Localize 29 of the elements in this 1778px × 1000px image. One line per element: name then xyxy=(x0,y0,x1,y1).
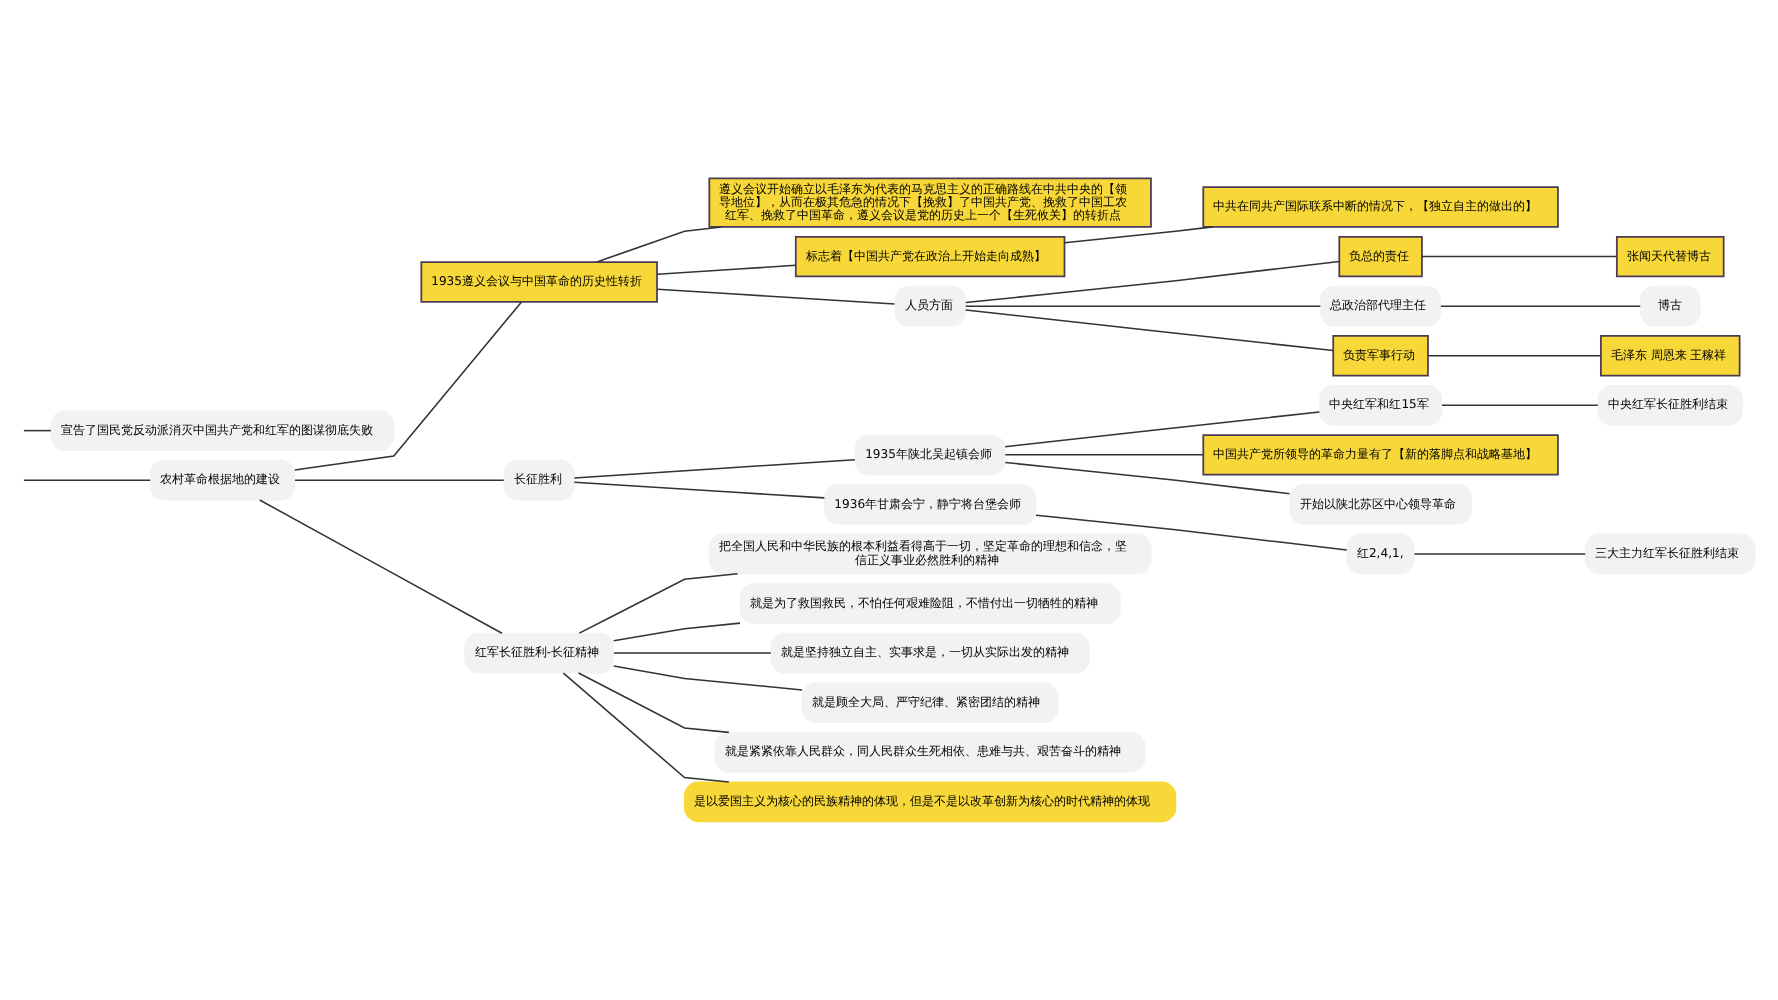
connector xyxy=(964,305,1322,307)
connector xyxy=(1427,354,1602,357)
connector xyxy=(656,288,896,305)
connector xyxy=(23,429,52,432)
connector xyxy=(294,479,505,481)
connector xyxy=(964,309,1334,352)
connector xyxy=(1421,255,1618,258)
connector xyxy=(573,481,826,499)
connector xyxy=(596,226,723,263)
connector xyxy=(1035,514,1348,551)
connector xyxy=(656,264,797,276)
connector xyxy=(258,499,503,634)
connector xyxy=(578,573,739,634)
connector xyxy=(612,622,741,642)
connector xyxy=(23,479,151,481)
connector xyxy=(294,301,523,471)
connector xyxy=(562,672,730,783)
connector xyxy=(1440,305,1641,307)
connector xyxy=(577,672,730,734)
connector xyxy=(612,665,803,691)
connector xyxy=(1441,404,1599,407)
connector xyxy=(1413,553,1587,555)
connector xyxy=(965,260,1340,304)
connector xyxy=(1063,226,1214,244)
connector xyxy=(613,652,772,654)
connector xyxy=(1004,454,1204,456)
connector xyxy=(1004,461,1291,495)
connector xyxy=(1004,411,1321,448)
connector xyxy=(573,458,856,479)
